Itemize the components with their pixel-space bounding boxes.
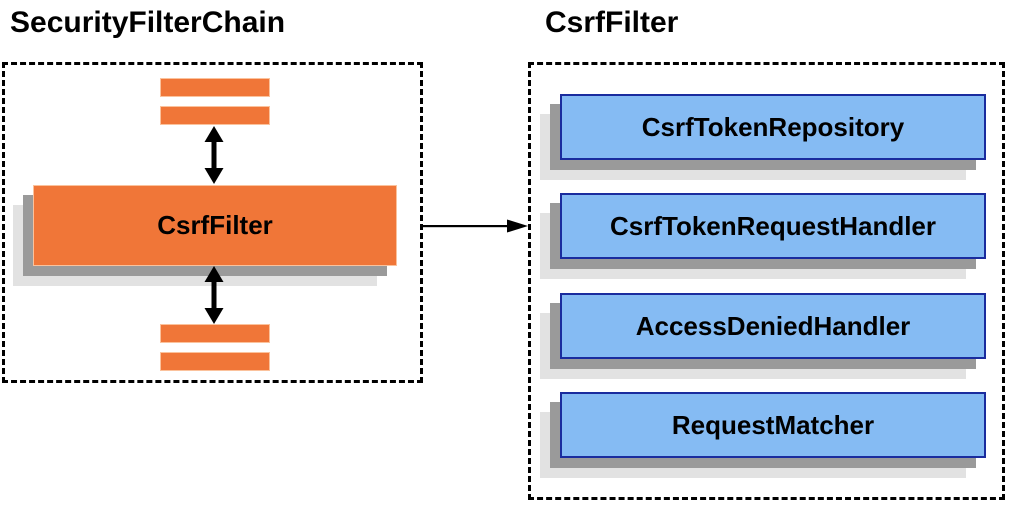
- csrf-token-request-handler-box: CsrfTokenRequestHandler: [560, 193, 986, 259]
- filter-placeholder-bar: [160, 106, 270, 125]
- bidirectional-arrow-icon: [204, 126, 224, 184]
- access-denied-handler-label: AccessDeniedHandler: [635, 310, 911, 341]
- csrf-filter-title: CsrfFilter: [545, 6, 679, 39]
- request-matcher-label: RequestMatcher: [671, 409, 875, 440]
- component-node-request-matcher: RequestMatcher: [540, 392, 986, 478]
- component-node-csrf-token-repository: CsrfTokenRepository: [540, 94, 986, 180]
- security-filter-chain-container: [2, 62, 423, 383]
- csrf-token-repository-box: CsrfTokenRepository: [560, 94, 986, 160]
- right-arrow-icon: [423, 219, 528, 233]
- csrf-filter-box: CsrfFilter: [33, 185, 397, 266]
- component-node-access-denied-handler: AccessDeniedHandler: [540, 293, 986, 379]
- component-node-csrf-token-request-handler: CsrfTokenRequestHandler: [540, 193, 986, 279]
- access-denied-handler-box: AccessDeniedHandler: [560, 293, 986, 359]
- bidirectional-arrow-icon: [204, 266, 224, 324]
- security-filter-chain-title: SecurityFilterChain: [10, 6, 286, 39]
- csrf-filter-container: [528, 62, 1005, 500]
- csrf-filter-node: CsrfFilter: [13, 185, 397, 286]
- csrf-filter-label: CsrfFilter: [157, 210, 273, 240]
- csrf-token-repository-label: CsrfTokenRepository: [641, 111, 905, 142]
- filter-placeholder-bar: [160, 78, 270, 97]
- filter-placeholder-bar: [160, 324, 270, 343]
- csrf-token-request-handler-label: CsrfTokenRequestHandler: [609, 210, 937, 241]
- filter-placeholder-bar: [160, 352, 270, 371]
- request-matcher-box: RequestMatcher: [560, 392, 986, 458]
